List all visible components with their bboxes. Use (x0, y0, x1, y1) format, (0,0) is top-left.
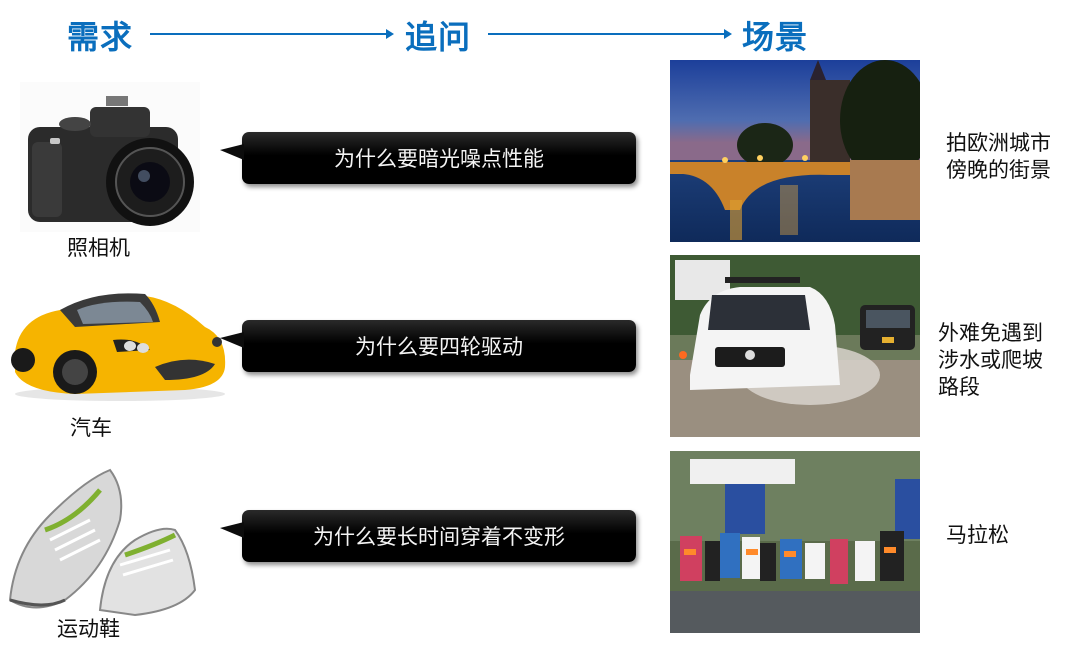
car-image (5, 282, 230, 402)
camera-image (20, 82, 200, 232)
need-label-camera: 照相机 (67, 236, 130, 260)
scene-desc-marathon: 马拉松 (946, 523, 1009, 547)
city-bridge-photo-icon (670, 60, 920, 242)
sports-car-icon (11, 293, 226, 401)
scene-image-marathon (670, 451, 920, 633)
header-step-need: 需求 (67, 18, 134, 56)
running-shoes-image (5, 460, 205, 620)
question-bubble-camera: 为什么要暗光噪点性能 (220, 132, 636, 184)
scene-desc-city-night: 拍欧洲城市 傍晚的街景 (946, 131, 1051, 182)
marathon-photo-icon (670, 451, 920, 633)
scene-desc-flooded-road: 外难免遇到 涉水或爬坡 路段 (938, 321, 1043, 399)
header-step-question: 追问 (405, 18, 472, 56)
suv-water-photo-icon (670, 255, 920, 437)
running-shoes-icon (5, 460, 205, 620)
need-label-car: 汽车 (70, 416, 112, 440)
scene-image-flooded-road (670, 255, 920, 437)
header-step-scene: 场景 (742, 18, 809, 56)
question-bubble-shoes: 为什么要长时间穿着不变形 (220, 510, 636, 562)
question-bubble-car: 为什么要四轮驱动 (220, 320, 636, 372)
need-label-shoes: 运动鞋 (57, 617, 120, 641)
scene-image-city-night (670, 60, 920, 242)
camera-icon (20, 82, 200, 232)
arrow-question-to-scene (488, 29, 732, 39)
arrow-need-to-question (150, 29, 394, 39)
